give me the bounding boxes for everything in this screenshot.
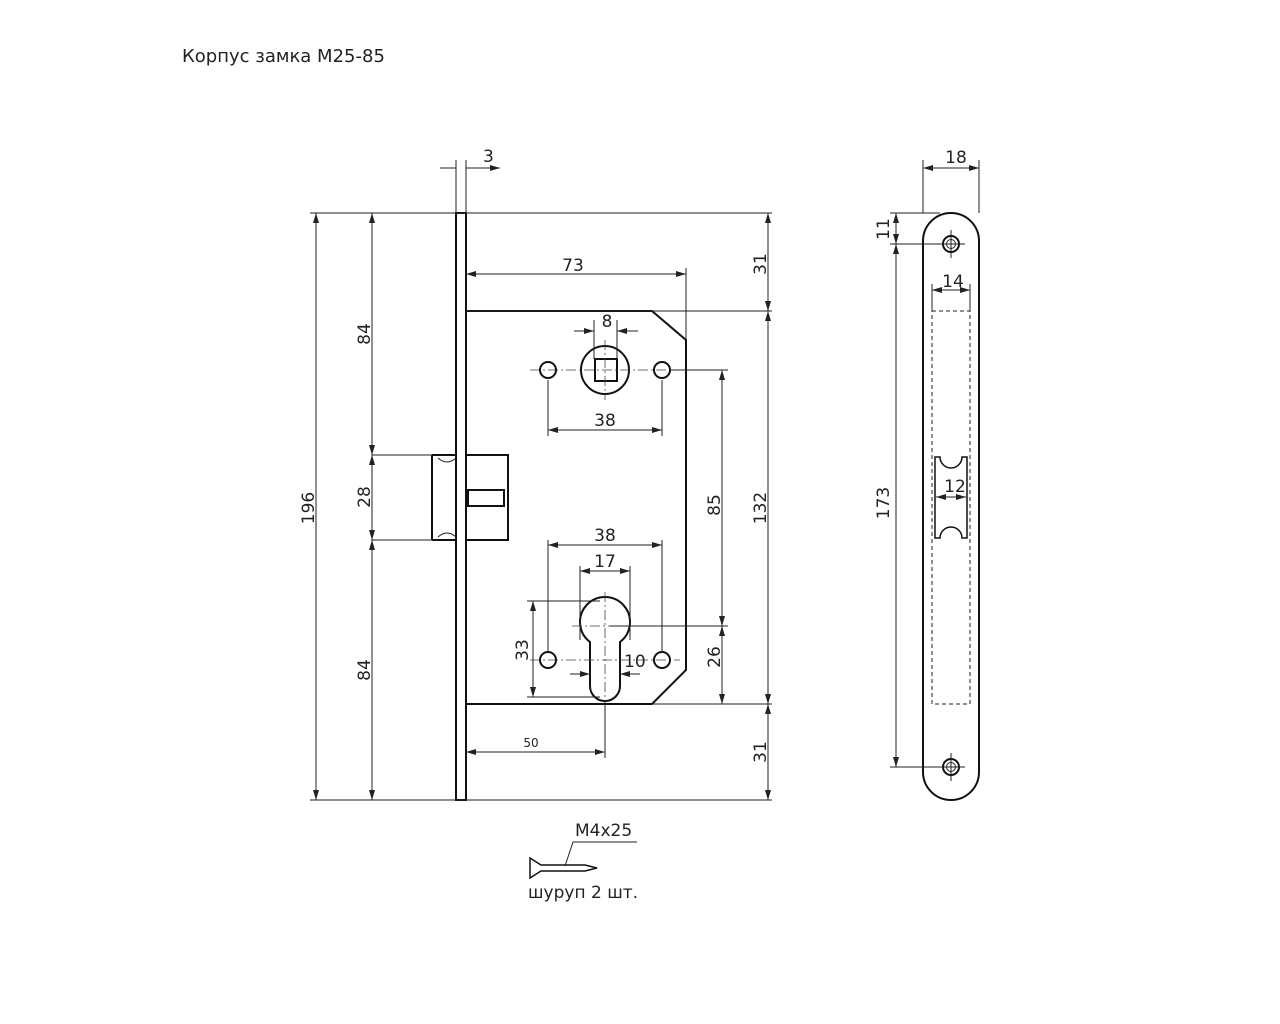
dim-center-distance: 85	[705, 494, 725, 516]
body-outline-hidden	[931, 310, 971, 705]
dim-side-latch-width: 12	[944, 477, 966, 497]
dim-body-height: 132	[751, 492, 771, 524]
dim-backset: 50	[523, 736, 538, 750]
dim-lower: 84	[355, 659, 375, 681]
screw-hole-bottom	[937, 753, 965, 781]
dim-plate-thickness: 3	[483, 147, 494, 167]
dim-latch: 28	[355, 486, 375, 508]
screw-spec: М4х25	[575, 821, 632, 841]
screw: М4х25 шуруп 2 шт.	[528, 821, 638, 903]
dim-total-height: 196	[299, 492, 319, 524]
spindle-hole	[530, 340, 680, 400]
dim-backset-width: 73	[562, 256, 584, 276]
drawing-title: Корпус замка М25-85	[182, 46, 385, 67]
side-view: 18 11 173 14 12	[874, 148, 980, 801]
latch-cutout	[934, 456, 968, 539]
screw-label: шуруп 2 шт.	[528, 883, 638, 903]
dim-cylinder-height: 33	[513, 639, 533, 661]
dim-side-hole-distance: 173	[874, 487, 894, 519]
dim-bottom-offset: 31	[751, 741, 771, 763]
dim-handle-holes: 38	[594, 411, 616, 431]
dim-side-body-width: 14	[942, 272, 964, 292]
dim-upper: 84	[355, 323, 375, 345]
dim-side-hole-offset: 11	[874, 218, 894, 240]
faceplate	[455, 212, 467, 801]
dim-cylinder-width: 17	[594, 552, 616, 572]
faceplate-side	[922, 212, 980, 801]
dim-cylinder-holes: 38	[594, 526, 616, 546]
dim-top-offset: 31	[751, 253, 771, 275]
dim-hole-offset: 10	[624, 652, 646, 672]
screw-icon	[529, 856, 598, 880]
dim-side-width: 18	[945, 148, 967, 168]
screw-hole-top	[937, 230, 965, 258]
dim-cylinder-to-bottom: 26	[705, 646, 725, 668]
front-view: 3 196 84 28 84 73 31 132 31 8 38 85 38 1…	[299, 147, 772, 801]
latch-bolt	[431, 454, 509, 541]
dim-spindle-square: 8	[602, 312, 613, 332]
